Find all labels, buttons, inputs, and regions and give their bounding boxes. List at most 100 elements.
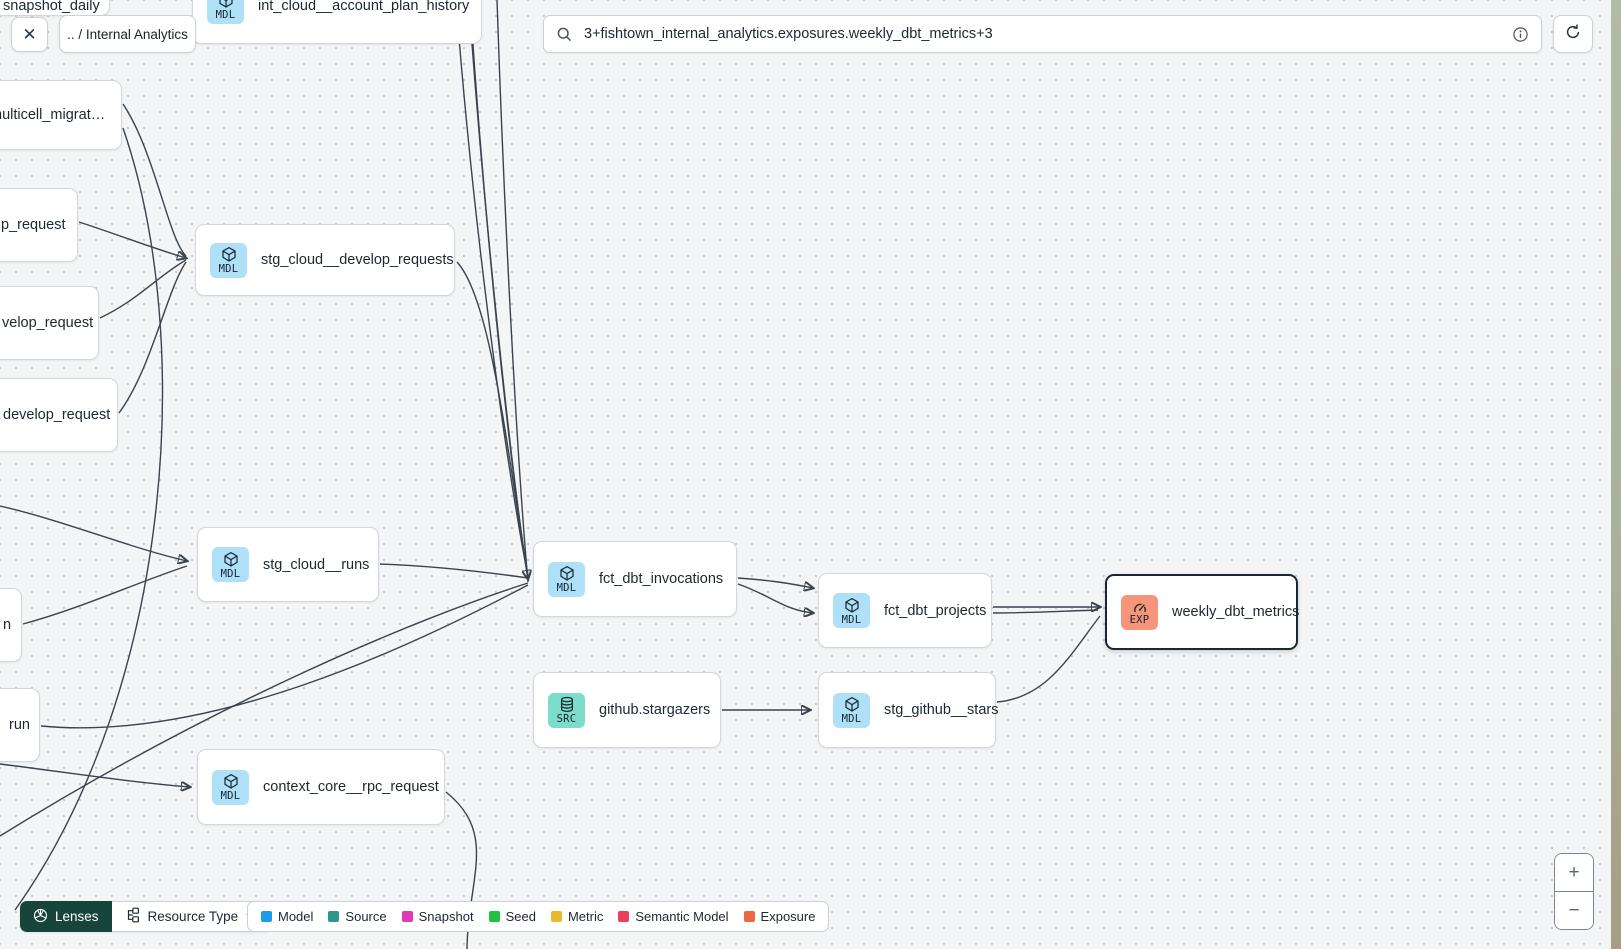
badge-abbr: MDL (220, 567, 241, 580)
legend-item-semantic-model: Semantic Model (618, 909, 729, 924)
cube-icon (559, 565, 575, 582)
node-label: develop_request (3, 407, 111, 423)
gauge-icon (1132, 600, 1148, 614)
search-input[interactable] (582, 25, 1512, 43)
node-label: n (3, 617, 12, 633)
cube-icon (223, 773, 239, 790)
node-label: github.stargazers (599, 702, 711, 718)
lenses-control-group: Lenses Resource Type (20, 901, 272, 932)
resource-type-icon (124, 907, 140, 926)
node-int-cloud-account-plan-history[interactable]: MDL int_cloud__account_plan_history (192, 0, 482, 44)
legend-label: Exposure (760, 909, 816, 924)
lenses-button[interactable]: Lenses (20, 901, 112, 932)
breadcrumb[interactable]: .. / Internal Analytics (59, 15, 196, 53)
legend-item-snapshot: Snapshot (401, 909, 474, 924)
zoom-out-button[interactable]: − (1555, 892, 1593, 929)
node-label: run (9, 717, 30, 733)
node-label: weekly_dbt_metrics (1172, 604, 1300, 620)
cube-icon (844, 696, 860, 713)
model-badge: MDL (212, 547, 249, 582)
badge-abbr: EXP (1129, 613, 1150, 626)
node-label: p_request (1, 217, 66, 233)
model-badge: MDL (548, 561, 585, 597)
node-run-node[interactable]: MDL run (0, 688, 40, 762)
node-label: stg_cloud__develop_requests (261, 252, 454, 268)
node-fct-dbt-projects[interactable]: MDL fct_dbt_projects (818, 573, 992, 648)
search-icon (556, 26, 573, 43)
model-badge: MDL (833, 692, 870, 728)
resource-type-label: Resource Type (147, 909, 239, 924)
node-stg-github-stars[interactable]: MDL stg_github__stars (818, 672, 999, 748)
screen-edge-strip (1611, 0, 1621, 949)
cube-icon (218, 0, 234, 9)
legend-swatch (328, 911, 340, 922)
node-p-request[interactable]: MDL p_request (0, 188, 78, 262)
database-icon (559, 696, 575, 713)
node-fct-dbt-invocations[interactable]: MDL fct_dbt_invocations (533, 541, 737, 617)
legend-label: Snapshot (418, 909, 474, 924)
node-stg-cloud-runs[interactable]: MDL stg_cloud__runs (197, 527, 379, 602)
lenses-icon (33, 908, 48, 926)
node-weekly-dbt-metrics[interactable]: EXP weekly_dbt_metrics (1105, 574, 1300, 650)
legend-swatch (618, 911, 630, 922)
legend-item-model: Model (261, 909, 313, 924)
refresh-button[interactable] (1553, 15, 1593, 53)
search-bar[interactable] (543, 15, 1542, 53)
close-button[interactable]: ✕ (11, 17, 48, 52)
legend-item-source: Source (328, 909, 387, 924)
node-label: multicell_migrat… (0, 107, 106, 123)
legend-item-exposure: Exposure (743, 909, 816, 924)
node-label: stg_github__stars (884, 702, 999, 718)
model-badge: MDL (212, 769, 249, 805)
legend-label: Source (345, 909, 387, 924)
model-badge: MDL (833, 593, 870, 628)
node-label: fct_dbt_invocations (599, 571, 724, 587)
node-velop-request[interactable]: MDL velop_request (0, 286, 99, 360)
exposure-badge: EXP (1121, 594, 1158, 630)
node-context-core-rpc-request[interactable]: MDL context_core__rpc_request (197, 749, 445, 825)
node-label: context_core__rpc_request (263, 779, 439, 795)
node-label: snapshot_daily (3, 0, 100, 14)
node-develop-request[interactable]: MDL develop_request (0, 378, 118, 452)
node-label: velop_request (2, 315, 94, 331)
legend-item-seed: Seed (488, 909, 536, 924)
node-multicell-migrat[interactable]: MDL multicell_migrat… (0, 80, 122, 150)
legend-swatch (488, 911, 500, 922)
legend-swatch (401, 911, 413, 922)
zoom-in-button[interactable]: + (1555, 854, 1593, 892)
model-badge: MDL (207, 0, 244, 24)
resource-type-legend: Model Source Snapshot Seed Metric Semant… (247, 901, 830, 932)
breadcrumb-label: .. / Internal Analytics (67, 26, 188, 42)
cube-icon (223, 551, 239, 568)
legend-label: Metric (567, 909, 604, 924)
zoom-control: + − (1554, 853, 1594, 930)
node-github-stargazers[interactable]: SRC github.stargazers (533, 672, 721, 748)
refresh-icon (1564, 23, 1582, 46)
node-snapshot-daily[interactable]: MDL snapshot_daily (0, 0, 110, 16)
info-icon[interactable] (1512, 26, 1529, 43)
legend-label: Seed (505, 909, 536, 924)
legend-label: Semantic Model (635, 909, 729, 924)
legend-label: Model (278, 909, 314, 924)
lenses-label: Lenses (55, 909, 99, 924)
node-stg-cloud-develop-requests[interactable]: MDL stg_cloud__develop_requests (195, 224, 455, 296)
badge-abbr: MDL (841, 613, 862, 626)
node-label: int_cloud__account_plan_history (258, 0, 470, 14)
close-icon: ✕ (22, 24, 37, 44)
legend-swatch (743, 911, 755, 922)
node-label: fct_dbt_projects (884, 602, 987, 619)
badge-abbr: MDL (218, 263, 239, 275)
cube-icon (221, 246, 237, 263)
source-badge: SRC (548, 692, 585, 728)
node-n-node[interactable]: MDL n (0, 588, 22, 662)
legend-swatch (550, 911, 562, 922)
cube-icon (844, 597, 860, 614)
badge-abbr: MDL (556, 582, 577, 594)
badge-abbr: SRC (556, 713, 577, 725)
node-label: stg_cloud__runs (263, 556, 370, 573)
legend-swatch (261, 911, 272, 922)
model-badge: MDL (210, 242, 247, 278)
badge-abbr: MDL (215, 9, 236, 21)
